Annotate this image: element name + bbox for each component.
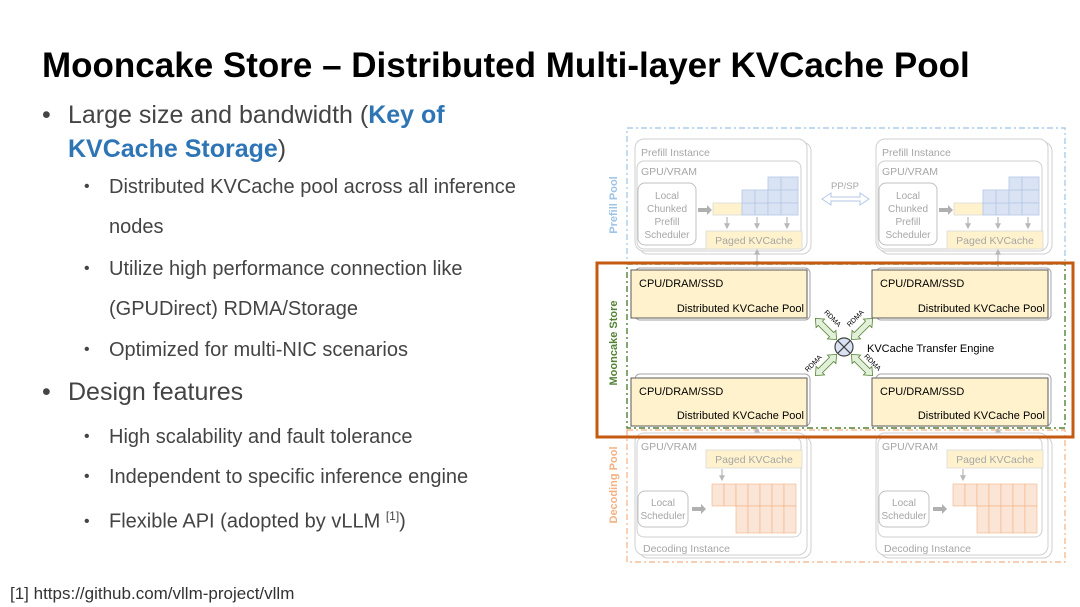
sub-bullet-scalability: •High scalability and fault tolerance <box>84 426 413 448</box>
gpu-vram-label: GPU/VRAM <box>882 166 938 178</box>
prefill-instance-label: Prefill Instance <box>882 147 951 159</box>
local-scheduler-line-1: Local <box>892 498 916 509</box>
pp-sp-label: PP/SP <box>831 181 859 192</box>
bullet-design-features: •Design features <box>42 378 244 406</box>
sub-bullet-multi-nic: •Optimized for multi-NIC scenarios <box>84 339 408 361</box>
prefill-instance-right: Prefill Instance GPU/VRAM Local Chunked … <box>875 138 1053 255</box>
local-scheduler-line-2: Scheduler <box>640 511 686 522</box>
bullet-large-size: •Large size and bandwidth (Key of <box>42 101 445 129</box>
store-node-bottom-left: CPU/DRAM/SSD Distributed KVCache Pool <box>630 373 811 427</box>
decoding-pool-label: Decoding Pool <box>608 447 620 524</box>
local-scheduler-line-2: Scheduler <box>881 511 927 522</box>
decoding-instance-left: GPU/VRAM Paged KVCache Local Scheduler D… <box>634 432 812 559</box>
gpu-vram-label: GPU/VRAM <box>641 166 697 178</box>
paged-kvcache-label: Paged KVCache <box>956 235 1034 247</box>
paged-kvcache-label: Paged KVCache <box>715 235 793 247</box>
paged-kvcache-label: Paged KVCache <box>715 454 793 466</box>
cpu-dram-ssd-label: CPU/DRAM/SSD <box>880 278 964 290</box>
store-node-bottom-right: CPU/DRAM/SSD Distributed KVCache Pool <box>871 373 1052 427</box>
distributed-kvcache-pool-label: Distributed KVCache Pool <box>918 410 1045 422</box>
cpu-dram-ssd-label: CPU/DRAM/SSD <box>639 278 723 290</box>
distributed-kvcache-pool-label: Distributed KVCache Pool <box>677 410 804 422</box>
rdma-arrow-bottom-left <box>814 353 838 377</box>
distributed-kvcache-pool-label: Distributed KVCache Pool <box>918 303 1045 315</box>
mooncake-store-label: Mooncake Store <box>608 301 620 386</box>
scheduler-line-2: Chunked <box>888 204 928 215</box>
store-node-top-right: CPU/DRAM/SSD Distributed KVCache Pool <box>871 267 1052 321</box>
slide-title: Mooncake Store – Distributed Multi-layer… <box>42 46 970 85</box>
store-highlight-frame <box>595 261 1075 439</box>
transfer-engine-label: KVCache Transfer Engine <box>867 343 994 355</box>
sub-bullet-distributed-pool: •Distributed KVCache pool across all inf… <box>84 176 516 198</box>
bullet-large-size-text: Large size and bandwidth ( <box>68 101 369 129</box>
scheduler-line-3: Prefill <box>895 217 920 228</box>
store-node-top-left: CPU/DRAM/SSD Distributed KVCache Pool <box>630 267 811 321</box>
sub-bullet-rdma: •Utilize high performance connection lik… <box>84 258 463 280</box>
rdma-arrow-top-right <box>850 317 874 341</box>
distributed-kvcache-pool-label: Distributed KVCache Pool <box>677 303 804 315</box>
decoding-instance-right: GPU/VRAM Paged KVCache Local Scheduler D… <box>875 432 1053 559</box>
scheduler-line-1: Local <box>655 191 679 202</box>
scheduler-line-4: Scheduler <box>644 230 690 241</box>
vllm-reference: [1] <box>385 509 400 523</box>
prefill-instance-left: Prefill Instance GPU/VRAM Local Chunked … <box>634 138 812 255</box>
sub-bullet-distributed-pool-line2: nodes <box>109 216 164 238</box>
transfer-engine-hub <box>834 337 854 357</box>
scheduler-line-1: Local <box>896 191 920 202</box>
paged-kvcache-label: Paged KVCache <box>956 454 1034 466</box>
cpu-dram-ssd-label: CPU/DRAM/SSD <box>880 386 964 398</box>
gpu-vram-label: GPU/VRAM <box>882 441 938 453</box>
local-scheduler-line-1: Local <box>651 498 675 509</box>
bullet-large-size-line2: KVCache Storage) <box>68 135 287 163</box>
cpu-dram-ssd-label: CPU/DRAM/SSD <box>639 386 723 398</box>
scheduler-line-3: Prefill <box>654 217 679 228</box>
kvcache-storage-highlight: KVCache Storage <box>68 135 278 163</box>
footnote: [1] https://github.com/vllm-project/vllm <box>10 584 295 603</box>
scheduler-line-2: Chunked <box>647 204 687 215</box>
prefill-instance-label: Prefill Instance <box>641 147 710 159</box>
rdma-arrow-bottom-right <box>850 353 874 377</box>
scheduler-line-4: Scheduler <box>885 230 931 241</box>
sub-bullet-independent: •Independent to specific inference engin… <box>84 466 469 488</box>
decoding-instance-label: Decoding Instance <box>884 543 971 555</box>
gpu-vram-label: GPU/VRAM <box>641 441 697 453</box>
decoding-pool-frame <box>626 429 1066 563</box>
pp-sp-link: PP/SP <box>821 181 870 206</box>
sub-bullet-flexible-api: •Flexible API (adopted by vLLM [1]) <box>84 509 406 533</box>
sub-bullet-rdma-line2: (GPUDirect) RDMA/Storage <box>109 298 358 320</box>
key-of-highlight: Key of <box>368 101 445 129</box>
rdma-arrow-top-left <box>814 317 838 341</box>
prefill-pool-label: Prefill Pool <box>608 176 620 233</box>
decoding-instance-label: Decoding Instance <box>643 543 730 555</box>
